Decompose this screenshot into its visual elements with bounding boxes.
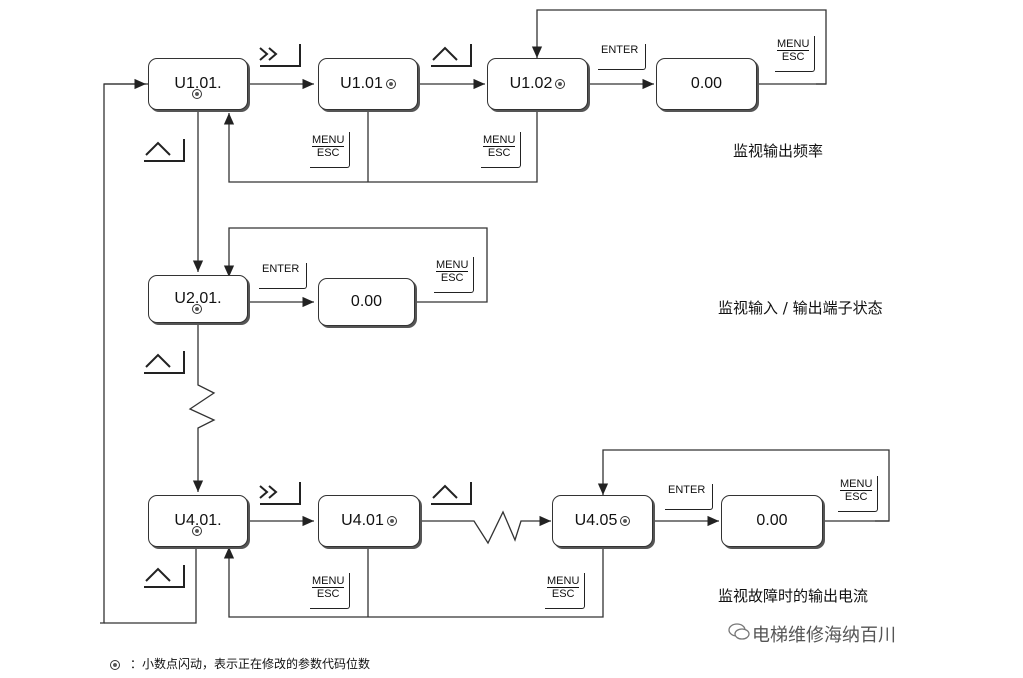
value-label: 0.00 xyxy=(690,75,723,92)
menu-esc-key: MENU ESC xyxy=(436,259,469,284)
state-u4-01: U4.01 xyxy=(318,495,420,547)
menu-esc-key: MENU ESC xyxy=(840,478,873,503)
enter-key-label: ENTER xyxy=(262,263,300,275)
menu-label: MENU xyxy=(312,575,345,587)
state-u2-value: 0.00 xyxy=(318,278,415,326)
esc-label: ESC xyxy=(840,490,873,503)
esc-label: ESC xyxy=(547,587,580,600)
shift-key-icon xyxy=(259,482,301,505)
up-key-icon xyxy=(144,139,185,162)
menu-esc-key-frame xyxy=(310,132,350,168)
esc-label: ESC xyxy=(483,146,516,159)
state-u4-05: U4.05 xyxy=(552,495,653,547)
value-label: 0.00 xyxy=(350,293,383,310)
esc-label: ESC xyxy=(312,146,345,159)
menu-esc-key: MENU ESC xyxy=(777,38,810,63)
state-u1-02: U1.02 xyxy=(487,58,588,110)
caption-u2: 监视输入 / 输出端子状态 xyxy=(718,299,883,317)
menu-esc-key: MENU ESC xyxy=(547,575,580,600)
state-label: U4.05 xyxy=(574,512,618,529)
menu-esc-key-frame xyxy=(310,573,350,609)
menu-label: MENU xyxy=(840,478,873,490)
menu-esc-key-frame xyxy=(481,132,521,168)
up-key-icon xyxy=(144,565,185,588)
enter-key-frame xyxy=(665,484,713,510)
state-u4-01-start: U4.01. xyxy=(148,495,248,547)
menu-label: MENU xyxy=(483,134,516,146)
menu-esc-key: MENU ESC xyxy=(312,575,345,600)
state-label: U2.01. xyxy=(174,290,222,307)
blinking-decimal-icon xyxy=(110,660,120,670)
blinking-decimal-icon xyxy=(385,79,396,89)
up-key-icon xyxy=(431,482,472,505)
state-label: U1.01 xyxy=(340,75,383,92)
esc-label: ESC xyxy=(777,50,810,63)
watermark: 电梯维修海纳百川 xyxy=(752,625,896,646)
state-u2-01-start: U2.01. xyxy=(148,275,248,323)
menu-esc-key-frame xyxy=(434,257,474,293)
state-u1-01: U1.01 xyxy=(318,58,418,110)
esc-label: ESC xyxy=(312,587,345,600)
up-key-icon xyxy=(144,351,185,374)
wechat-icon xyxy=(728,623,750,640)
up-key-icon xyxy=(431,44,472,67)
menu-esc-key-frame xyxy=(545,573,585,609)
menu-label: MENU xyxy=(547,575,580,587)
value-label: 0.00 xyxy=(756,512,788,529)
menu-label: MENU xyxy=(777,38,810,50)
state-label: U4.01. xyxy=(174,512,222,529)
state-u1-value: 0.00 xyxy=(656,58,757,110)
blinking-decimal-icon xyxy=(192,89,202,99)
menu-esc-key-frame xyxy=(775,36,815,72)
menu-esc-key-frame xyxy=(838,476,878,512)
menu-label: MENU xyxy=(312,134,345,146)
blinking-decimal-icon xyxy=(620,516,631,526)
menu-label: MENU xyxy=(436,259,469,271)
menu-esc-key: MENU ESC xyxy=(312,134,345,159)
caption-u4: 监视故障时的输出电流 xyxy=(718,587,869,605)
enter-key-label: ENTER xyxy=(601,44,639,56)
footnote: ：小数点闪动，表示正在修改的参数代码位数 xyxy=(130,657,371,671)
state-label: U1.01. xyxy=(174,75,222,92)
blinking-decimal-icon xyxy=(192,304,202,314)
menu-esc-key: MENU ESC xyxy=(483,134,516,159)
enter-key-frame xyxy=(598,44,646,70)
state-u4-value: 0.00 xyxy=(721,495,823,547)
state-label: U1.02 xyxy=(509,75,553,92)
shift-key-icon xyxy=(259,44,301,67)
enter-key-frame xyxy=(259,263,307,289)
enter-key-label: ENTER xyxy=(668,484,706,496)
caption-u1: 监视输出频率 xyxy=(733,142,824,160)
esc-label: ESC xyxy=(436,271,469,284)
blinking-decimal-icon xyxy=(555,79,566,89)
blinking-decimal-icon xyxy=(192,526,202,536)
state-label: U4.01 xyxy=(341,512,384,529)
blinking-decimal-icon xyxy=(386,516,397,526)
state-u1-01-start: U1.01. xyxy=(148,58,248,110)
